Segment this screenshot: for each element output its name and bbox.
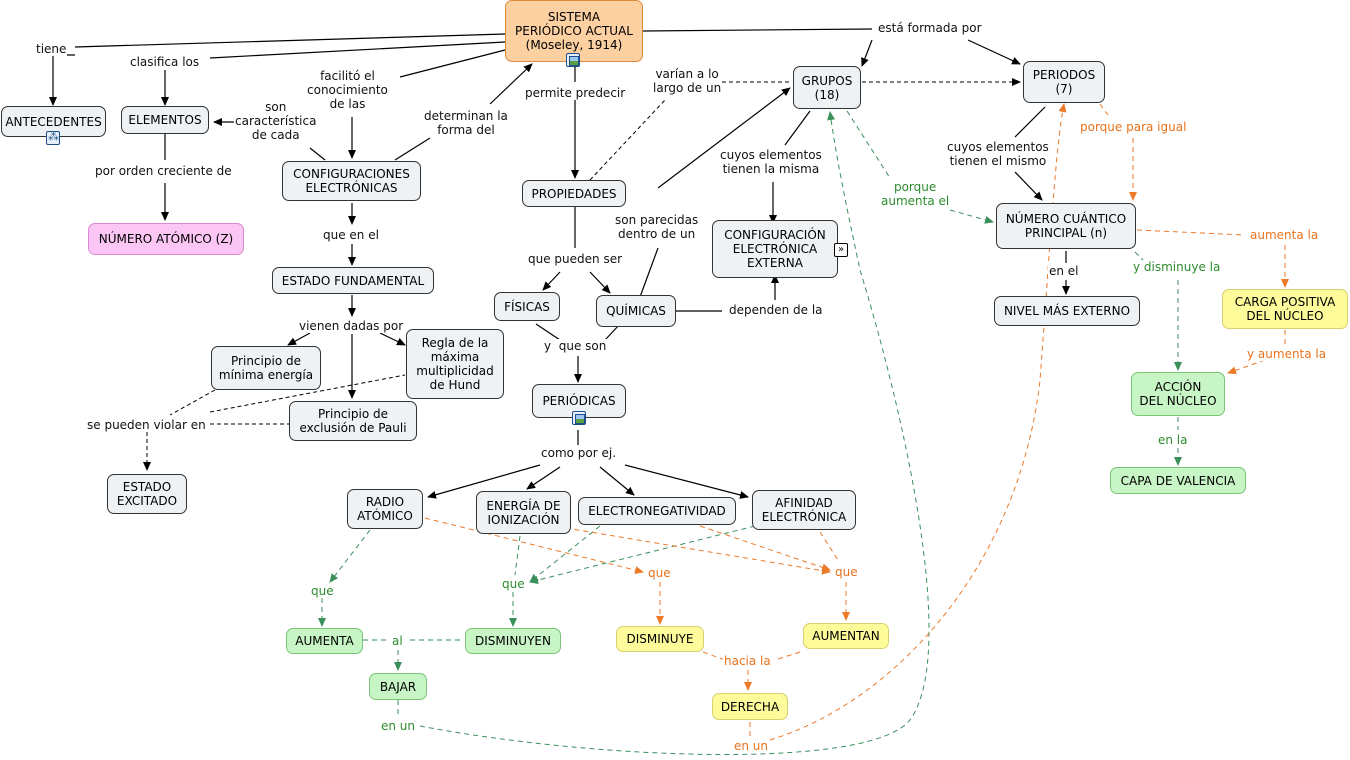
link-label-varian: varían a lo largo de un xyxy=(652,67,723,95)
link-label-son-caracteristica: son característica de cada xyxy=(234,100,318,142)
expand-icon[interactable]: » xyxy=(834,243,848,257)
disminuye-node[interactable]: DISMINUYE xyxy=(616,626,704,652)
estado-excitado-node[interactable]: ESTADO EXCITADO xyxy=(107,474,187,514)
numero-cuantico-node[interactable]: NÚMERO CUÁNTICO PRINCIPAL (n) xyxy=(996,203,1136,249)
link-label-clasifica: clasifica los xyxy=(129,55,201,69)
quimicas-node[interactable]: QUÍMICAS xyxy=(596,295,676,327)
link-label-que-en-el: que en el xyxy=(322,228,380,242)
nivel-externo-node[interactable]: NIVEL MÁS EXTERNO xyxy=(994,296,1140,326)
elementos-node[interactable]: ELEMENTOS xyxy=(121,106,209,134)
link-label-porque-igual: porque para igual xyxy=(1079,120,1188,134)
principio-minima-node[interactable]: Principio de mínima energía xyxy=(211,346,321,390)
radio-node[interactable]: RADIO ATÓMICO xyxy=(347,489,423,529)
link-label-como-por-ej: como por ej. xyxy=(540,446,618,460)
link-label-esta-formada: está formada por xyxy=(877,21,983,35)
link-label-al: al xyxy=(391,634,404,648)
numero-atomico-node[interactable]: NÚMERO ATÓMICO (Z) xyxy=(88,223,244,255)
carga-positiva-node[interactable]: CARGA POSITIVA DEL NÚCLEO xyxy=(1222,289,1348,329)
link-label-que: que xyxy=(647,566,672,580)
capa-valencia-node[interactable]: CAPA DE VALENCIA xyxy=(1110,467,1246,494)
image-icon[interactable] xyxy=(572,411,586,425)
link-label-en-el: en el xyxy=(1048,264,1080,278)
fisicas-node[interactable]: FÍSICAS xyxy=(494,292,560,321)
link-label-porque-aumenta: porque aumenta el xyxy=(880,180,951,208)
link-label-que: que xyxy=(310,584,335,598)
link-label-determinan: determinan la forma del xyxy=(423,109,509,137)
grupos-node[interactable]: GRUPOS (18) xyxy=(793,66,861,109)
link-label-facilito: facilitó el conocimiento de las xyxy=(306,69,389,111)
link-label-y-que-son: y que son xyxy=(543,339,608,353)
link-label-que-pueden-ser: que pueden ser xyxy=(527,252,624,266)
afinidad-node[interactable]: AFINIDAD ELECTRÓNICA xyxy=(752,490,856,530)
disminuyen-node[interactable]: DISMINUYEN xyxy=(465,628,561,654)
link-label-aumenta-la: aumenta la xyxy=(1249,228,1320,242)
link-label-son-parecidas: son parecidas dentro de un xyxy=(614,213,700,241)
config-externa-node[interactable]: CONFIGURACIÓN ELECTRÓNICA EXTERNA xyxy=(712,220,838,278)
estado-fundamental-node[interactable]: ESTADO FUNDAMENTAL xyxy=(272,267,434,294)
link-label-que: que xyxy=(834,565,859,579)
submap-icon[interactable] xyxy=(46,130,60,145)
link-label-en-un: en un xyxy=(733,739,770,753)
regla-hund-node[interactable]: Regla de la máxima multiplicidad de Hund xyxy=(406,329,504,399)
link-label-que: que xyxy=(501,577,526,591)
propiedades-node[interactable]: PROPIEDADES xyxy=(522,180,626,207)
periodos-node[interactable]: PERIODOS (7) xyxy=(1023,61,1105,103)
image-icon[interactable] xyxy=(566,53,580,67)
link-label-permite-predecir: permite predecir xyxy=(524,86,627,100)
link-label-tiene: tiene xyxy=(35,42,68,56)
derecha-node[interactable]: DERECHA xyxy=(712,693,788,720)
link-label-y-aumenta: y aumenta la xyxy=(1246,347,1328,361)
link-label-en-un: en un xyxy=(380,719,417,733)
link-label-dependen: dependen de la xyxy=(728,303,824,317)
link-label-se-pueden-violar: se pueden violar en xyxy=(86,418,207,432)
accion-nucleo-node[interactable]: ACCIÓN DEL NÚCLEO xyxy=(1131,372,1225,416)
sistema-periodico-node[interactable]: SISTEMA PERIÓDICO ACTUAL (Moseley, 1914) xyxy=(505,0,643,62)
configuraciones-node[interactable]: CONFIGURACIONES ELECTRÓNICAS xyxy=(282,161,421,201)
link-label-vienen-dadas: vienen dadas por xyxy=(298,319,405,333)
aumenta-node[interactable]: AUMENTA xyxy=(286,628,363,654)
link-label-cuyos-misma: cuyos elementos tienen la misma xyxy=(719,148,823,176)
bajar-node[interactable]: BAJAR xyxy=(369,673,427,700)
link-label-por-orden: por orden creciente de xyxy=(94,164,233,178)
link-label-hacia-la: hacia la xyxy=(723,654,772,668)
energia-node[interactable]: ENERGÍA DE IONIZACIÓN xyxy=(476,491,571,534)
principio-pauli-node[interactable]: Principio de exclusión de Pauli xyxy=(289,401,417,441)
link-label-y-disminuye: y disminuye la xyxy=(1132,260,1222,274)
link-label-cuyos-mismo: cuyos elementos tienen el mismo xyxy=(946,140,1050,168)
aumentan-node[interactable]: AUMENTAN xyxy=(803,623,889,649)
electronegatividad-node[interactable]: ELECTRONEGATIVIDAD xyxy=(578,497,736,525)
link-label-en-la: en la xyxy=(1157,433,1189,447)
